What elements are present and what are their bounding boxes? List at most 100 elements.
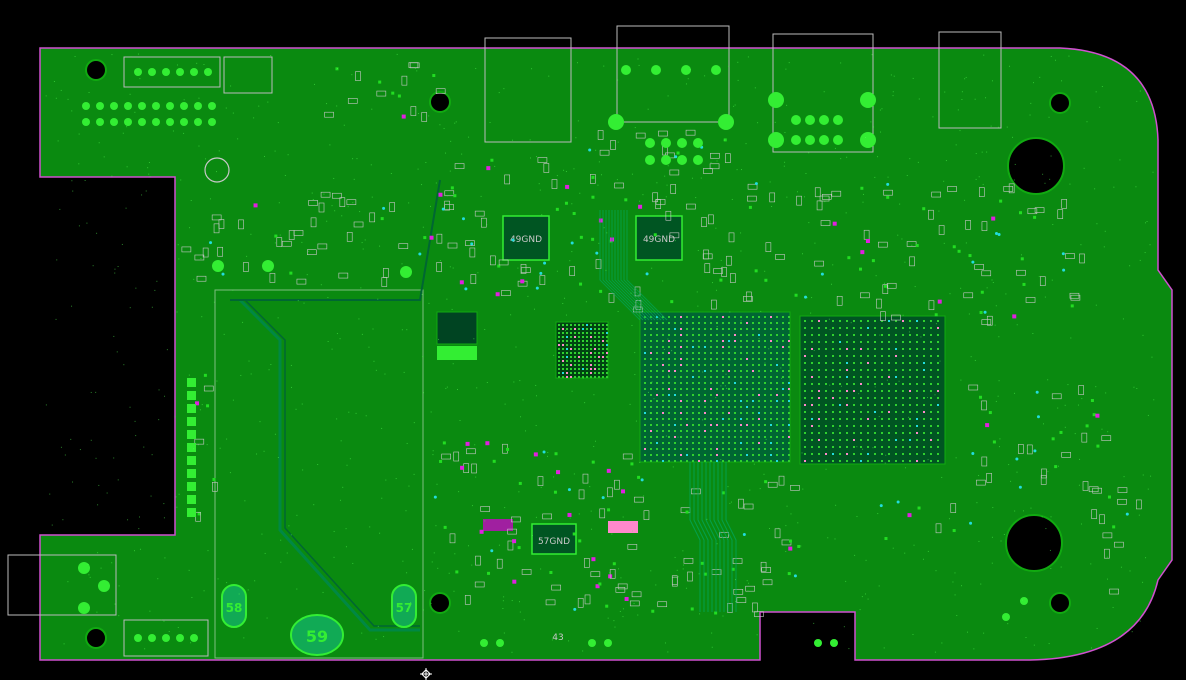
chip-49gnd-left[interactable] bbox=[502, 215, 550, 261]
via-dot bbox=[720, 259, 722, 261]
smd-component bbox=[211, 214, 222, 221]
smd-pad bbox=[1012, 314, 1017, 319]
bga-ball bbox=[923, 460, 925, 462]
bga-ball bbox=[590, 328, 592, 330]
pad-59[interactable] bbox=[290, 614, 344, 656]
bga-ball bbox=[764, 394, 766, 396]
via-dot bbox=[1050, 516, 1052, 518]
via-dot bbox=[411, 548, 413, 550]
via-dot bbox=[148, 161, 150, 163]
via-dot bbox=[116, 351, 118, 353]
bga-ball bbox=[590, 348, 592, 350]
bga-ball bbox=[770, 352, 772, 354]
bga-ball bbox=[656, 454, 658, 456]
bga-ball bbox=[782, 448, 784, 450]
via-dot bbox=[556, 469, 558, 471]
header-bottom-left[interactable] bbox=[123, 619, 209, 657]
power-jack[interactable] bbox=[938, 31, 1002, 129]
via-dot bbox=[716, 325, 718, 327]
smd-component bbox=[725, 153, 731, 163]
via bbox=[1125, 512, 1129, 516]
sd-card-slot[interactable] bbox=[484, 37, 572, 143]
bga-ball bbox=[867, 432, 869, 434]
bottom-left-connector[interactable] bbox=[7, 554, 117, 616]
via-dot bbox=[158, 389, 160, 391]
via-dot bbox=[998, 446, 1000, 448]
smd-pad bbox=[506, 447, 510, 451]
bga-ball bbox=[650, 346, 652, 348]
smd-component bbox=[1101, 435, 1112, 441]
pad-57[interactable] bbox=[391, 584, 417, 628]
via-dot bbox=[129, 93, 131, 95]
via-dot bbox=[1009, 65, 1011, 67]
bga-ball bbox=[825, 390, 827, 392]
smd-pad bbox=[555, 207, 559, 211]
via-dot bbox=[246, 255, 248, 257]
via-dot bbox=[201, 404, 203, 406]
bga-ball bbox=[686, 346, 688, 348]
bga-ball bbox=[895, 362, 897, 364]
smd-pad bbox=[703, 572, 707, 576]
bga-ball bbox=[692, 328, 694, 330]
via-dot bbox=[117, 266, 119, 268]
smd-component bbox=[986, 315, 993, 326]
bga-ball bbox=[764, 352, 766, 354]
bga-ball bbox=[782, 346, 784, 348]
smd-component bbox=[629, 600, 640, 607]
bga-ball bbox=[704, 370, 706, 372]
bga-ball bbox=[698, 418, 700, 420]
bga-ball bbox=[698, 442, 700, 444]
header-2pin-top[interactable] bbox=[223, 56, 273, 94]
bga-ball bbox=[853, 390, 855, 392]
bga-ball bbox=[716, 316, 718, 318]
bga-ball bbox=[662, 370, 664, 372]
generated-components bbox=[45, 53, 1155, 653]
bga-ball bbox=[566, 324, 568, 326]
via-dot bbox=[740, 232, 742, 234]
pad-58[interactable] bbox=[221, 584, 247, 628]
magenta-part[interactable] bbox=[483, 519, 513, 531]
bga-ball bbox=[728, 376, 730, 378]
smd-pad bbox=[651, 609, 655, 613]
smd-pad bbox=[605, 604, 609, 608]
bga-ball bbox=[853, 341, 855, 343]
bga-ball bbox=[734, 424, 736, 426]
smd-component bbox=[615, 586, 626, 593]
bga-ball bbox=[846, 453, 848, 455]
via-dot bbox=[183, 132, 185, 134]
smd-pad bbox=[289, 271, 293, 275]
via-dot bbox=[122, 132, 124, 134]
via-dot bbox=[139, 78, 141, 80]
bga-ball bbox=[728, 370, 730, 372]
smd-component bbox=[1104, 548, 1110, 559]
usb-dual-connector[interactable] bbox=[616, 25, 730, 123]
pink-part[interactable] bbox=[608, 521, 638, 533]
bright-pad[interactable] bbox=[437, 346, 477, 360]
bga-memory[interactable] bbox=[799, 315, 946, 465]
bga-ball bbox=[716, 388, 718, 390]
bga-ball bbox=[722, 442, 724, 444]
bga-ball bbox=[722, 436, 724, 438]
chip-57gnd[interactable] bbox=[531, 523, 577, 555]
smd-component bbox=[320, 191, 331, 198]
smd-component bbox=[338, 272, 349, 279]
header-top-left[interactable] bbox=[123, 56, 221, 88]
bga-ball bbox=[832, 404, 834, 406]
via-dot bbox=[531, 535, 533, 537]
via-dot bbox=[927, 550, 929, 552]
bga-ball bbox=[716, 454, 718, 456]
smd-pad bbox=[871, 259, 875, 263]
smd-component bbox=[1092, 487, 1102, 494]
capacitor[interactable] bbox=[204, 157, 230, 183]
smd-component bbox=[963, 292, 974, 299]
bga-ball bbox=[770, 328, 772, 330]
bga-ball bbox=[752, 334, 754, 336]
bga-ball bbox=[860, 369, 862, 371]
via-dot bbox=[1095, 91, 1097, 93]
bga-ball bbox=[668, 418, 670, 420]
inductor[interactable] bbox=[436, 311, 478, 345]
bga-ball bbox=[860, 383, 862, 385]
bga-ball bbox=[923, 453, 925, 455]
